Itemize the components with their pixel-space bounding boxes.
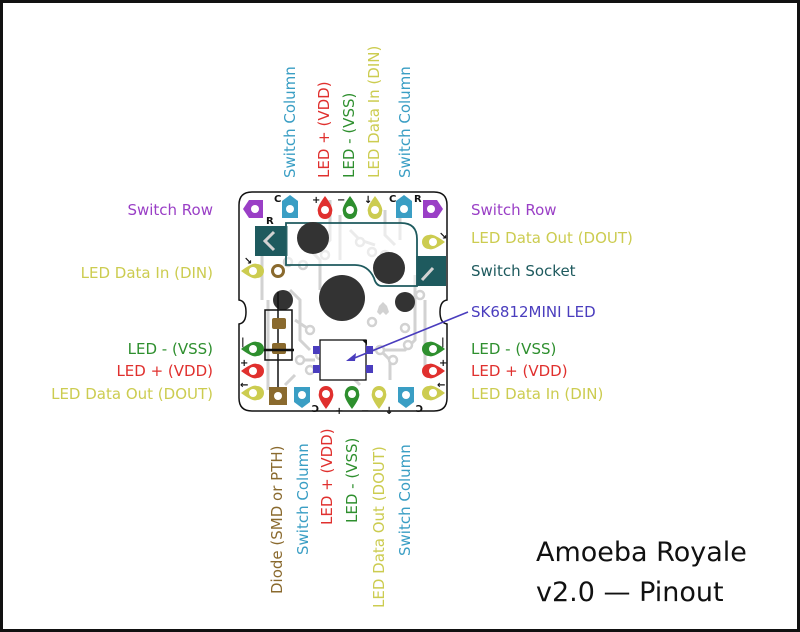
label-top-led-din: LED Data In (DIN) (365, 45, 383, 178)
bottom-pads (269, 386, 414, 409)
logo-icon (377, 302, 389, 315)
label-left-led-vss: LED - (VSS) (127, 340, 213, 358)
svg-text:R: R (414, 194, 422, 205)
svg-text:←: ← (240, 380, 248, 391)
svg-text:R: R (266, 216, 274, 227)
svg-text:+: + (240, 358, 248, 369)
label-bottom-led-vdd: LED + (VDD) (318, 428, 336, 525)
led-pointer-arrow (346, 311, 469, 361)
svg-text:−: − (337, 195, 345, 206)
label-right-led-vdd: LED + (VDD) (471, 362, 568, 380)
label-right-sk6812mini-led: SK6812MINI LED (471, 303, 596, 321)
label-top-led-vdd: LED + (VDD) (315, 81, 333, 178)
label-top-led-vss: LED - (VSS) (340, 92, 358, 178)
label-bottom-led-dout: LED Data Out (DOUT) (370, 446, 388, 608)
svg-text:←: ← (437, 380, 445, 391)
diagram-title: Amoeba Royale v2.0 — Pinout (536, 533, 747, 613)
svg-text:−: − (361, 406, 369, 417)
pad-marks: C + − ↓ C R R ↘ ↘ | | + + ← ← C + − ↓ C (240, 194, 447, 417)
svg-text:|: | (441, 337, 445, 348)
svg-text:+: + (312, 195, 320, 206)
label-left-switch-row: Switch Row (127, 201, 213, 219)
svg-text:↓: ↓ (385, 406, 393, 417)
svg-text:C: C (389, 194, 396, 205)
label-right-switch-row: Switch Row (471, 201, 557, 219)
label-top-switch-column-2: Switch Column (396, 66, 414, 178)
label-left-led-din: LED Data In (DIN) (80, 264, 213, 282)
label-left-led-vdd: LED + (VDD) (116, 362, 213, 380)
right-pads (422, 341, 445, 401)
svg-text:↘: ↘ (244, 256, 252, 267)
label-right-led-dout: LED Data Out (DOUT) (471, 229, 633, 247)
label-bottom-led-vss: LED - (VSS) (343, 437, 361, 523)
left-pads (241, 263, 285, 401)
label-bottom-switch-column-2: Switch Column (396, 444, 414, 556)
label-left-led-dout: LED Data Out (DOUT) (51, 385, 213, 403)
label-right-led-din: LED Data In (DIN) (471, 385, 604, 403)
svg-text:C: C (416, 402, 423, 413)
diode (263, 292, 294, 390)
svg-text:+: + (335, 406, 343, 417)
label-right-switch-socket: Switch Socket (471, 262, 576, 280)
svg-text:+: + (439, 358, 447, 369)
top-pads (243, 195, 445, 250)
label-bottom-diode: Diode (SMD or PTH) (268, 445, 286, 595)
label-right-led-vss: LED - (VSS) (471, 340, 557, 358)
mounting-holes (273, 222, 415, 321)
title-line-1: Amoeba Royale (536, 537, 747, 568)
svg-text:C: C (312, 402, 319, 413)
title-line-2: v2.0 — Pinout (536, 577, 724, 608)
svg-text:C: C (274, 194, 281, 205)
label-bottom-switch-column-1: Switch Column (294, 443, 312, 555)
sk6812mini-led (313, 339, 373, 381)
svg-text:↓: ↓ (364, 195, 372, 206)
svg-text:↘: ↘ (439, 231, 447, 242)
svg-text:|: | (241, 337, 245, 348)
label-top-switch-column-1: Switch Column (281, 66, 299, 178)
